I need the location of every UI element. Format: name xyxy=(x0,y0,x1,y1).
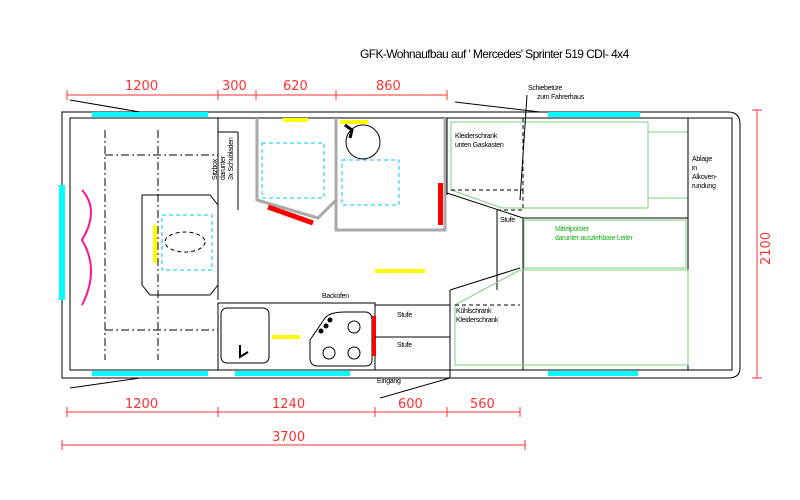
label-shelf-3: Alkoven- xyxy=(692,174,718,181)
label-step-1: Stufe xyxy=(397,312,412,319)
dim-bottom-1: 1200 xyxy=(125,397,158,412)
alcove-area: Schiebetüre zum Fahrerhaus Kleiderschran… xyxy=(446,85,718,370)
dim-width: 2100 xyxy=(759,232,774,265)
label-middle-cushion-1: Mittelpolster xyxy=(555,226,590,233)
bottom-dimensions: 1200 1240 600 560 3700 xyxy=(61,397,526,450)
dim-top-4: 860 xyxy=(376,79,401,94)
label-step-2: Stufe xyxy=(397,342,412,349)
dim-bottom-3: 600 xyxy=(398,397,423,412)
top-dimensions: 1200 300 620 860 xyxy=(66,79,448,100)
dim-total: 3700 xyxy=(272,430,305,445)
dim-bottom-4: 560 xyxy=(470,397,495,412)
label-wardrobe-2: unten Gaskasten xyxy=(455,142,504,149)
label-middle-cushion-2: darunter ausziehbare Leiter xyxy=(555,235,633,242)
dim-top-2: 300 xyxy=(222,79,247,94)
vehicle-body xyxy=(61,99,741,399)
label-fridge-1: Kühlschrank xyxy=(456,308,492,315)
right-dimension: 2100 xyxy=(752,109,774,379)
label-wardrobe-1: Kleiderschrank xyxy=(455,133,498,140)
dim-bottom-2: 1240 xyxy=(272,397,305,412)
label-shelf-4: rundung xyxy=(692,183,716,190)
dim-top-3: 620 xyxy=(283,79,308,94)
label-sliding-door-2: zum Fahrerhaus xyxy=(537,94,585,101)
dim-top-1: 1200 xyxy=(125,79,158,94)
marker-yellow xyxy=(375,269,425,273)
label-seatbox-1: Sitzbox xyxy=(212,158,219,180)
plan-title: GFK-Wohnaufbau auf ' Mercedes' Sprinter … xyxy=(360,47,630,61)
bathroom xyxy=(255,118,447,232)
label-seatbox-3: 3x Schubladen xyxy=(228,137,235,180)
windows xyxy=(59,112,640,376)
label-sliding-door-1: Schiebetüre xyxy=(528,85,562,92)
label-shelf-1: Ablage xyxy=(692,156,712,163)
rear-seating: Sitzbox darunter 3x Schubladen xyxy=(80,118,239,360)
label-step-top: Stufe xyxy=(500,217,515,224)
label-shelf-2: in xyxy=(692,165,697,172)
label-fridge-2: Kleiderschrank xyxy=(456,317,499,324)
label-oven: Backofen xyxy=(322,293,349,300)
label-entrance: Eingang xyxy=(377,378,401,385)
kitchen: Backofen Stufe Stufe Eingang xyxy=(217,290,451,385)
label-seatbox-2: darunter xyxy=(220,155,227,180)
